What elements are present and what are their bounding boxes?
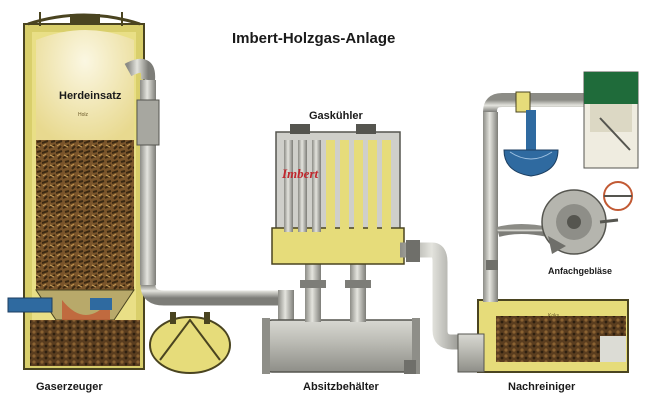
label-post-cleaner: Nachreiniger — [508, 381, 576, 393]
air-filter — [503, 110, 559, 177]
diagram-title: Imbert-Holzgas-Anlage — [232, 30, 396, 47]
cooler-brand-text: Imbert — [281, 166, 319, 181]
label-wood: Holz — [78, 112, 89, 118]
cooler-drain-pipes — [300, 262, 371, 322]
label-gas-generator: Gaserzeuger — [36, 381, 103, 393]
air-nozzle-right — [90, 298, 112, 310]
engine-intake — [583, 71, 639, 211]
label-fan: Anfachgebläse — [548, 266, 613, 276]
label-coke: Koks — [548, 313, 560, 319]
raw-gas-pipe — [124, 58, 294, 324]
post-cleaner — [457, 299, 629, 373]
cooler-fins — [284, 140, 391, 232]
ash-bed — [30, 320, 140, 366]
air-nozzle-left — [7, 297, 53, 313]
flame-zone — [36, 30, 134, 155]
cooler-outlet-pipe — [400, 240, 470, 350]
condensate-vessel — [149, 312, 231, 374]
blower-fan — [541, 189, 619, 255]
label-settling-tank: Absitzbehälter — [303, 381, 379, 393]
settling-tank — [262, 318, 420, 374]
label-hearth-insert: Herdeinsatz — [59, 90, 122, 102]
pipe-coil — [136, 99, 160, 146]
wood-fill — [36, 140, 134, 290]
label-gas-cooler: Gaskühler — [309, 110, 363, 122]
gas-generator — [7, 12, 145, 370]
cooler-brand: Imbert — [281, 166, 319, 181]
gas-cooler — [271, 124, 405, 265]
